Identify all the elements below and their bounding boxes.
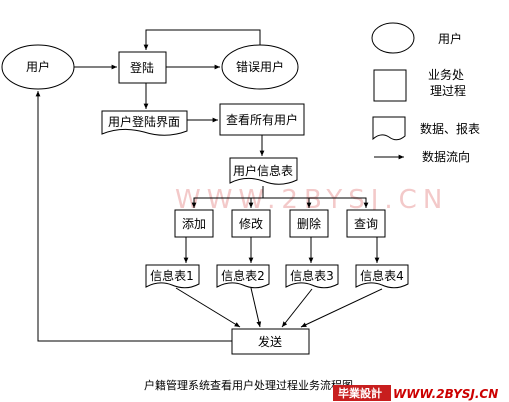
- logo-badge: 毕業設計: [338, 386, 382, 400]
- node-view-users: 查看所有用户: [219, 103, 305, 136]
- edge-send-user: [35, 91, 232, 342]
- node-bad-user: 错误用户: [221, 44, 299, 90]
- edge-info1-send: [175, 287, 241, 328]
- node-send: 发送: [231, 328, 310, 355]
- edges: [35, 29, 383, 342]
- node-info2-label: 信息表2: [221, 268, 265, 283]
- legend-flow-label: 数据流向: [422, 149, 470, 164]
- legend-data: 数据、报表: [372, 116, 480, 141]
- node-user-label: 用户: [26, 59, 50, 74]
- legend-data-label: 数据、报表: [420, 121, 480, 136]
- node-info1-label: 信息表1: [150, 268, 194, 283]
- logo-site: WWW.2BYSJ.CN: [393, 387, 498, 401]
- node-login-page: 用户登陆界面: [101, 110, 188, 136]
- legend-user: 用户: [371, 22, 462, 54]
- legend-user-label: 用户: [438, 31, 462, 46]
- edge-userinfo-add: [191, 186, 264, 208]
- node-delete: 删除: [289, 209, 329, 238]
- legend-flow: 数据流向: [374, 149, 470, 164]
- node-info3-label: 信息表3: [290, 268, 334, 283]
- node-login-label: 登陆: [130, 60, 154, 75]
- caption: 户籍管理系统查看用户处理过程业务流程图: [144, 378, 353, 392]
- node-info2: 信息表2: [216, 264, 270, 289]
- legend: 用户 业务处 理过程 数据、报表 数据流向: [371, 22, 480, 164]
- node-add: 添加: [174, 209, 214, 238]
- edge-info4-send: [300, 288, 383, 328]
- edge-userinfo-query: [309, 197, 369, 208]
- node-query: 查询: [346, 209, 386, 238]
- edge-info2-send: [250, 287, 262, 328]
- node-login-page-label: 用户登陆界面: [108, 114, 180, 129]
- node-user: 用户: [1, 44, 75, 90]
- site-logo: 毕業設計 WWW.2BYSJ.CN: [333, 385, 498, 401]
- node-delete-label: 删除: [297, 216, 321, 231]
- node-info4: 信息表4: [355, 264, 409, 289]
- edge-bad-user-login: [143, 29, 261, 50]
- node-bad-user-label: 错误用户: [236, 59, 284, 74]
- node-send-label: 发送: [258, 334, 282, 349]
- node-modify-label: 修改: [239, 216, 263, 231]
- node-login: 登陆: [118, 51, 167, 84]
- node-user-info: 用户信息表: [229, 157, 298, 185]
- node-user-info-label: 用户信息表: [233, 163, 293, 178]
- node-modify: 修改: [231, 209, 271, 238]
- edge-info3-send: [281, 288, 313, 328]
- legend-process-label-1: 业务处: [428, 67, 464, 82]
- node-info1: 信息表1: [145, 264, 200, 289]
- legend-process: 业务处 理过程: [373, 67, 466, 102]
- node-info4-label: 信息表4: [360, 268, 404, 283]
- node-view-users-label: 查看所有用户: [226, 112, 298, 127]
- node-add-label: 添加: [182, 217, 206, 231]
- legend-process-label-2: 理过程: [430, 83, 466, 98]
- node-query-label: 查询: [354, 217, 378, 231]
- node-info3: 信息表3: [285, 264, 339, 289]
